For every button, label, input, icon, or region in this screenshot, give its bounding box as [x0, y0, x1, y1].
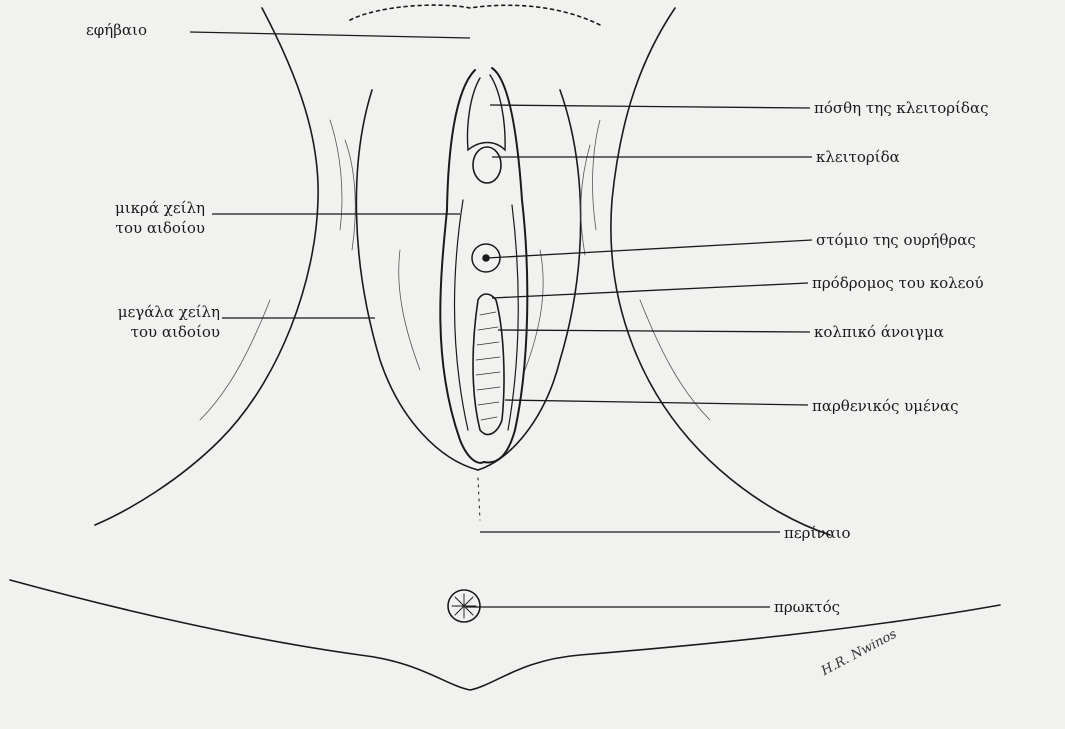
labia-minora-left — [440, 70, 484, 463]
label-clitoral-hood: πόσθη της κλειτορίδας — [814, 98, 989, 118]
label-labia-majora-line2: του αιδοίου — [60, 322, 220, 342]
label-labia-minora-line1: μικρά χείλη — [60, 198, 205, 218]
label-hymen: παρθενικός υμένας — [812, 396, 958, 416]
label-anus: πρωκτός — [774, 597, 840, 617]
label-labia-minora: μικρά χείλη του αιδοίου — [60, 198, 205, 238]
label-perineum: περίναιο — [784, 523, 851, 543]
label-vaginal-opening: κολπικό άνοιγμα — [814, 322, 944, 342]
clitoris-shape — [473, 147, 501, 183]
labia-majora-left — [356, 90, 478, 470]
right-thigh-contour — [611, 8, 830, 535]
label-labia-minora-line2: του αιδοίου — [60, 218, 205, 238]
perineum-line — [478, 478, 480, 520]
pubic-mound — [350, 5, 600, 25]
labia-majora-right — [478, 90, 581, 470]
buttocks-contour — [10, 580, 1000, 690]
label-urethral-opening: στόμιο της ουρήθρας — [816, 230, 976, 250]
label-pubis: εφήβαιο — [86, 20, 147, 40]
left-thigh-contour — [95, 8, 318, 525]
label-labia-majora: μεγάλα χείλη του αιδοίου — [60, 302, 220, 342]
label-clitoris: κλειτορίδα — [816, 147, 900, 167]
label-vestibule: πρόδρομος του κολεού — [812, 273, 984, 293]
label-labia-majora-line1: μεγάλα χείλη — [60, 302, 220, 322]
clitoral-hood — [468, 75, 506, 150]
vaginal-opening-shape — [473, 294, 504, 435]
